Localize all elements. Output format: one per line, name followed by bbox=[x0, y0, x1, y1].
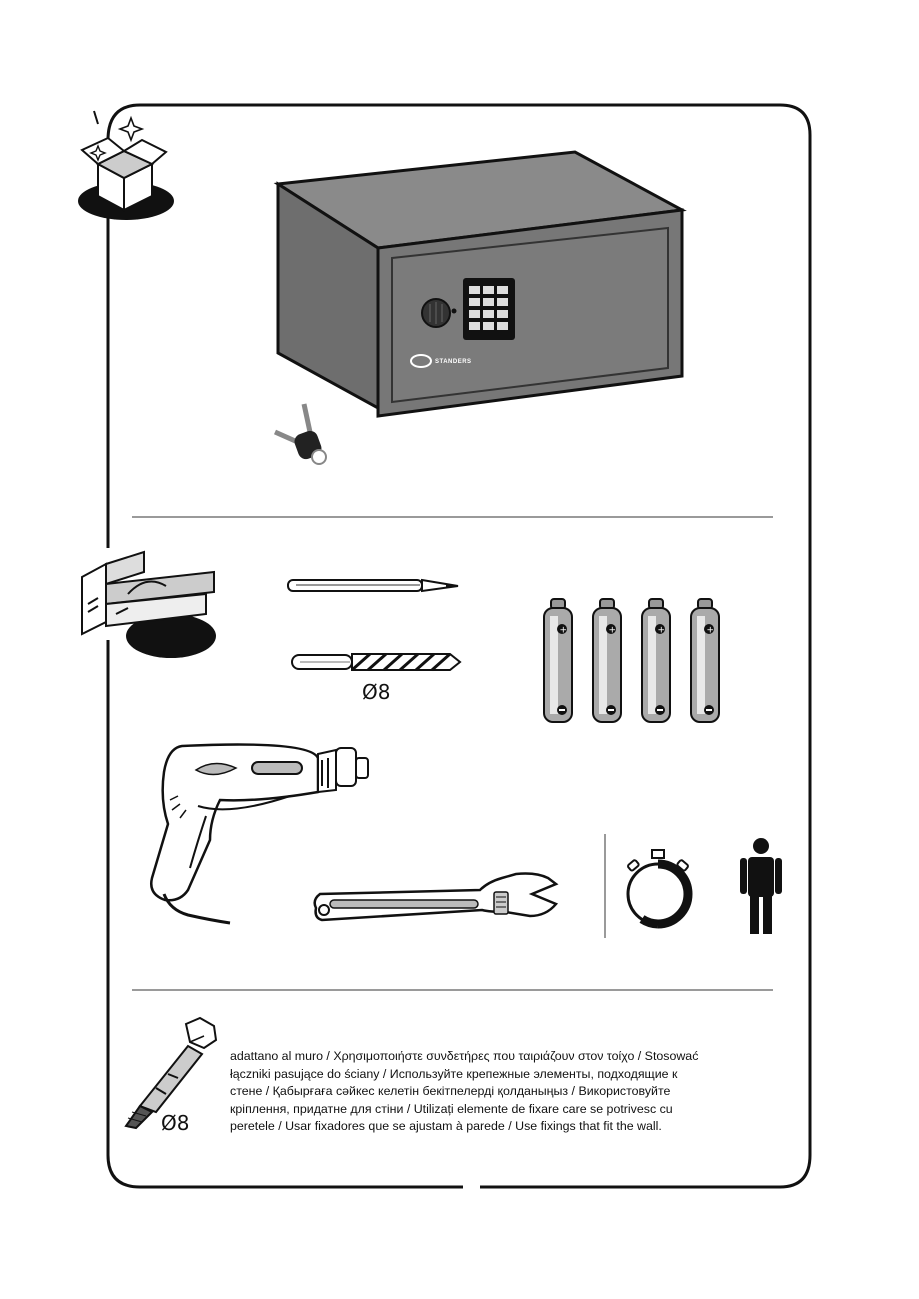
wall-mounting-icon bbox=[81, 550, 216, 658]
safe-brand: STANDERS bbox=[435, 359, 472, 365]
svg-text:+: + bbox=[560, 626, 568, 636]
svg-text:+: + bbox=[707, 626, 715, 636]
drill-bit-diameter-label: Ø8 bbox=[362, 680, 391, 704]
battery-icon: + bbox=[592, 598, 622, 723]
fixings-instructions: adattano al muro / Χρησιμοποιήστε συνδετ… bbox=[230, 1049, 699, 1134]
safe-keypad bbox=[469, 286, 508, 330]
battery-icon: + bbox=[543, 598, 573, 723]
svg-text:+: + bbox=[609, 626, 617, 636]
drill-bit-icon bbox=[291, 652, 462, 672]
key-icon bbox=[273, 403, 327, 465]
anchor-bolt-icon bbox=[124, 1016, 218, 1130]
anchor-bolt-diameter-label: Ø8 bbox=[161, 1111, 190, 1135]
batteries-group: + + + + bbox=[543, 598, 720, 723]
power-drill-icon bbox=[150, 743, 369, 925]
person-icon bbox=[740, 838, 782, 934]
svg-text:+: + bbox=[658, 626, 666, 636]
stopwatch-icon bbox=[626, 849, 693, 929]
battery-icon: + bbox=[641, 598, 671, 723]
battery-icon: + bbox=[690, 598, 720, 723]
pencil-icon bbox=[287, 578, 459, 593]
open-box-icon bbox=[78, 110, 174, 220]
safe-illustration: STANDERS bbox=[273, 150, 687, 418]
adjustable-wrench-icon bbox=[313, 872, 559, 922]
